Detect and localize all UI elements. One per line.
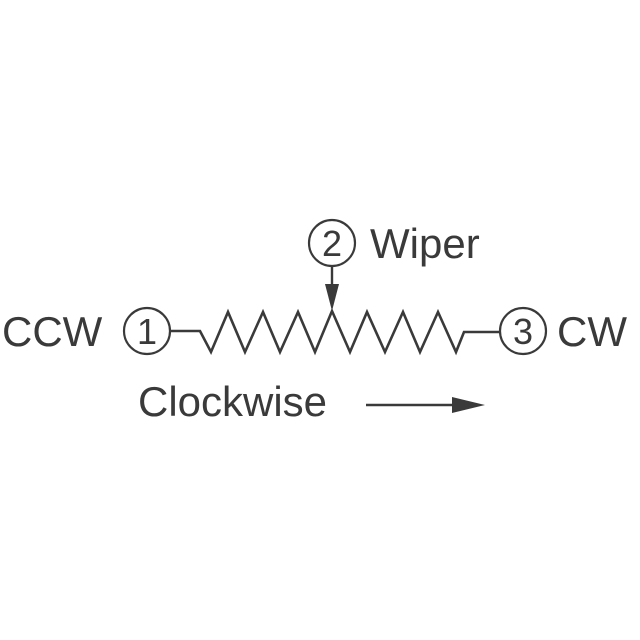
direction-arrow-icon (452, 397, 485, 413)
terminal-3-number: 3 (513, 311, 533, 352)
wiper-arrow-icon (325, 284, 339, 311)
terminal-2-number: 2 (322, 223, 342, 264)
ccw-label: CCW (2, 308, 103, 355)
cw-label: CW (557, 308, 627, 355)
clockwise-label: Clockwise (138, 378, 327, 425)
terminal-3-circle (498, 306, 548, 356)
terminal-1-number: 1 (137, 311, 157, 352)
resistor-zigzag (170, 307, 500, 356)
wiper-label: Wiper (370, 220, 480, 267)
